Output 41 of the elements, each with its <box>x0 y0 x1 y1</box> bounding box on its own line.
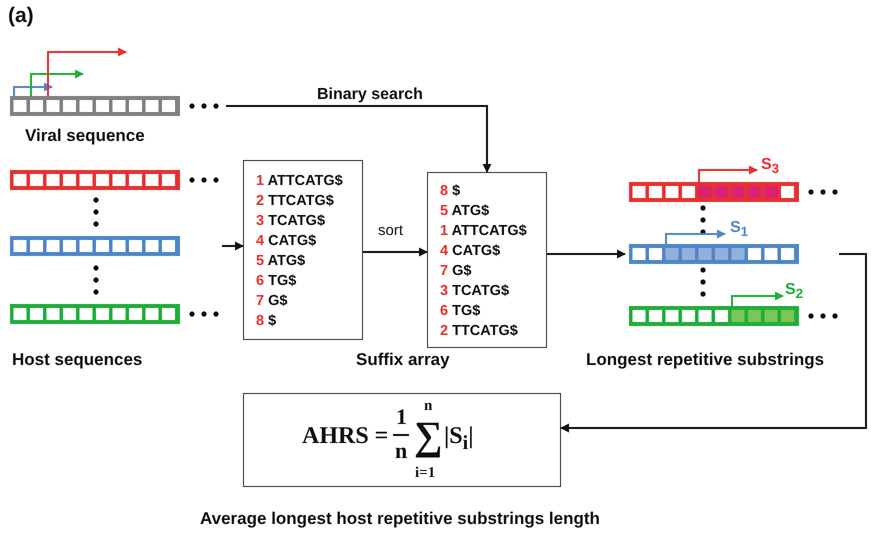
panel-label: (a) <box>8 4 34 28</box>
node-label: Viral sequence <box>25 126 145 146</box>
edge-label: Binary search <box>315 86 425 104</box>
suffix-entry: 4 CATG$ <box>440 242 502 261</box>
formula-box <box>243 393 561 487</box>
arrow <box>547 250 626 258</box>
substring-label: S$_{1}$ <box>730 219 748 240</box>
suffix-entry: 7 G$ <box>256 292 288 311</box>
arrow <box>226 105 492 173</box>
suffix-array-box <box>243 160 363 340</box>
suffix-entry: 5 ATG$ <box>256 252 306 271</box>
formula-numerator: 1 <box>396 406 407 428</box>
arrow <box>363 248 428 256</box>
node-label: Host sequences <box>12 350 142 370</box>
summation-limit: n <box>424 399 432 414</box>
summation-sign: ∑ <box>414 416 443 456</box>
suffix-entry: 8 $ <box>256 312 278 331</box>
formula-term: AHRS = <box>302 424 388 448</box>
summation-limit: i=1 <box>415 466 436 481</box>
substring-label: S$_{2}$ <box>785 281 804 302</box>
arrow <box>222 242 244 250</box>
suffix-entry: 1 ATTCATG$ <box>256 172 344 191</box>
suffix-array-box <box>427 172 547 348</box>
caption: Suffix array <box>356 350 450 370</box>
suffix-entry: 6 TG$ <box>440 302 482 321</box>
suffix-entry: 6 TG$ <box>256 272 298 291</box>
suffix-entry: 3 TCATG$ <box>256 212 326 231</box>
suffix-entry: 2 TTCATG$ <box>256 192 335 211</box>
suffix-entry: 3 TCATG$ <box>440 282 510 301</box>
suffix-entry: 8 $ <box>440 182 462 201</box>
suffix-entry: 1 ATTCATG$ <box>440 222 528 241</box>
formula-term: |S$_{i}$| <box>444 424 474 453</box>
suffix-entry: 7 G$ <box>440 262 472 281</box>
arrow <box>560 253 867 432</box>
node-label: Average longest host repetitive substrings length <box>200 509 600 529</box>
suffix-entry: 2 TTCATG$ <box>440 322 519 341</box>
substring-label: S$_{3}$ <box>761 156 780 176</box>
suffix-entry: 4 CATG$ <box>256 232 318 251</box>
formula-denominator: n <box>395 440 408 462</box>
node-label: Longest repetitive substrings <box>586 350 824 370</box>
suffix-entry: 5 ATG$ <box>440 202 490 221</box>
